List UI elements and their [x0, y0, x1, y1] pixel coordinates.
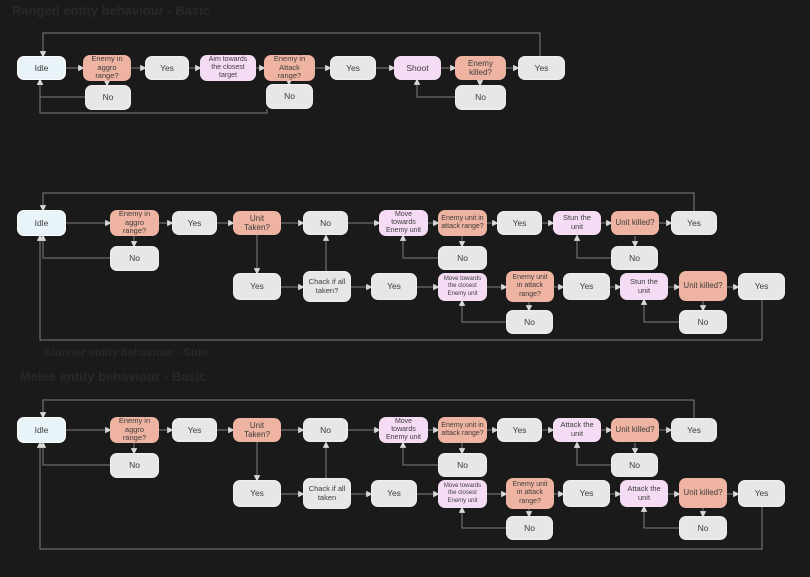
node-yes[interactable]: Yes [671, 211, 717, 235]
node-attack-the-unit[interactable]: Attack the unit [620, 480, 668, 507]
flow-connector [640, 298, 679, 323]
node-no[interactable]: No [303, 211, 348, 235]
node-no[interactable]: No [506, 516, 553, 540]
node-shoot[interactable]: Shoot [394, 56, 441, 80]
node-idle[interactable]: Idle [17, 210, 66, 236]
node-yes[interactable]: Yes [172, 418, 217, 442]
node-yes[interactable]: Yes [371, 480, 417, 507]
flow-connector [39, 32, 541, 58]
node-unit-killed[interactable]: Unit killed? [611, 211, 659, 235]
node-no[interactable]: No [506, 310, 553, 334]
node-no[interactable]: No [438, 453, 487, 477]
flow-connector [36, 78, 85, 98]
flow-connector [399, 234, 438, 259]
node-idle[interactable]: Idle [17, 56, 66, 80]
node-yes[interactable]: Yes [671, 418, 717, 442]
node-attack-the-unit[interactable]: Attack the unit [553, 418, 601, 442]
node-yes[interactable]: Yes [233, 273, 281, 300]
node-yes[interactable]: Yes [563, 273, 610, 300]
node-enemy-in-aggro-range[interactable]: Enemy in aggro range? [110, 416, 159, 443]
flow-connector [640, 505, 679, 529]
node-no[interactable]: No [110, 246, 159, 271]
flow-connector [413, 78, 455, 98]
node-no[interactable]: No [611, 453, 658, 477]
flow-connector [39, 234, 110, 259]
flow-connector [573, 234, 611, 259]
node-idle[interactable]: Idle [17, 417, 66, 443]
node-enemy-in-attack-range[interactable]: Enemy in Attack range? [264, 54, 315, 81]
node-no[interactable]: No [455, 85, 506, 110]
node-chack-if-all-taken[interactable]: Chack if all taken? [303, 271, 351, 302]
node-enemy-unit-in-attack-range[interactable]: Enemy unit in attack range? [438, 210, 487, 236]
node-yes[interactable]: Yes [371, 273, 417, 300]
node-yes[interactable]: Yes [518, 56, 565, 80]
flow-connector [458, 506, 506, 529]
flow-connector [36, 78, 268, 114]
node-yes[interactable]: Yes [233, 480, 281, 507]
node-yes[interactable]: Yes [145, 56, 189, 80]
node-no[interactable]: No [303, 418, 348, 442]
node-yes[interactable]: Yes [330, 56, 376, 80]
node-yes[interactable]: Yes [738, 273, 785, 300]
node-no[interactable]: No [679, 516, 727, 540]
node-move-towards-the-closest-enemy-unit[interactable]: Move towards the closest Enemy unit [438, 273, 487, 301]
node-yes[interactable]: Yes [563, 480, 610, 507]
node-aim-towards-the-closest-target[interactable]: Aim towards the closest target [200, 55, 256, 81]
flow-connector [573, 441, 611, 466]
node-unit-taken[interactable]: Unit Taken? [233, 418, 281, 442]
node-yes[interactable]: Yes [497, 418, 542, 442]
node-enemy-unit-in-attack-range[interactable]: Enemy unit in attack range? [506, 271, 554, 302]
section-title-stunner: Stunner entity behaviour - Stun [44, 347, 208, 359]
node-stun-the-unit[interactable]: Stun the unit [620, 273, 668, 300]
node-enemy-in-aggro-range[interactable]: Enemy in aggro range? [83, 54, 131, 81]
flow-connector [39, 441, 110, 466]
flow-connector [399, 441, 438, 466]
section-title-ranged: Ranged entity behaviour - Basic [12, 3, 210, 18]
node-yes[interactable]: Yes [172, 211, 217, 235]
node-enemy-unit-in-attack-range[interactable]: Enemy unit in attack range? [438, 417, 487, 443]
node-chack-if-all-taken[interactable]: Chack if all taken [303, 478, 351, 509]
node-yes[interactable]: Yes [738, 480, 785, 507]
section-title-melee: Melee entity behaviour - Basic [20, 369, 207, 384]
node-no[interactable]: No [266, 84, 313, 109]
flow-connector [458, 299, 506, 323]
node-no[interactable]: No [438, 246, 487, 270]
node-unit-killed[interactable]: Unit killed? [611, 418, 659, 442]
node-move-towards-enemy-unit[interactable]: Move towards Enemy unit [379, 417, 428, 443]
node-enemy-unit-in-attack-range[interactable]: Enemy unit in attack range? [506, 478, 554, 509]
node-no[interactable]: No [679, 310, 727, 334]
node-unit-taken[interactable]: Unit Taken? [233, 211, 281, 235]
node-unit-killed[interactable]: Unit killed? [679, 478, 727, 508]
node-no[interactable]: No [110, 453, 159, 478]
node-enemy-killed[interactable]: Enemy killed? [455, 56, 506, 80]
node-no[interactable]: No [611, 246, 658, 270]
node-move-towards-the-closest-enemy-unit[interactable]: Move towards the closest Enemy unit [438, 480, 487, 508]
node-stun-the-unit[interactable]: Stun the unit [553, 211, 601, 235]
node-unit-killed[interactable]: Unit killed? [679, 271, 727, 301]
node-move-towards-enemy-unit[interactable]: Move towards Enemy unit [379, 210, 428, 236]
node-yes[interactable]: Yes [497, 211, 542, 235]
node-no[interactable]: No [85, 85, 131, 110]
node-enemy-in-aggro-range[interactable]: Enemy in aggro range? [110, 209, 159, 236]
